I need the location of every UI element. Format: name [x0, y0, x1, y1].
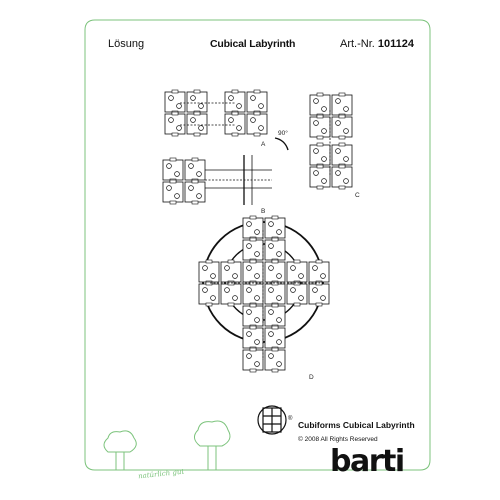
registered-mark: ®: [288, 416, 293, 422]
copyright-text: © 2008 All Rights Reserved: [298, 436, 378, 443]
brand-logo: barti: [330, 444, 405, 479]
diagram-d: [198, 215, 330, 373]
cubiforms-logo-icon: [257, 405, 287, 435]
diagram-a: [164, 89, 289, 151]
label-angle: 90°: [278, 130, 288, 137]
article-value: 101124: [377, 38, 415, 50]
product-title: Cubical Labyrinth: [210, 38, 296, 50]
product-name: Cubiforms Cubical Labyrinth: [298, 420, 415, 430]
label-a: A: [261, 141, 266, 148]
diagram-b: [162, 155, 272, 205]
diagram-c: [309, 92, 353, 190]
tree-icon: [194, 420, 231, 470]
label-b: B: [261, 208, 266, 215]
label-d: D: [309, 374, 314, 381]
article-prefix: Art.-Nr.: [340, 38, 375, 50]
article-number: Art.-Nr. 101124: [340, 38, 414, 50]
tree-icon: [103, 430, 137, 470]
solution-label: Lösung: [108, 38, 145, 50]
label-c: C: [355, 192, 360, 199]
